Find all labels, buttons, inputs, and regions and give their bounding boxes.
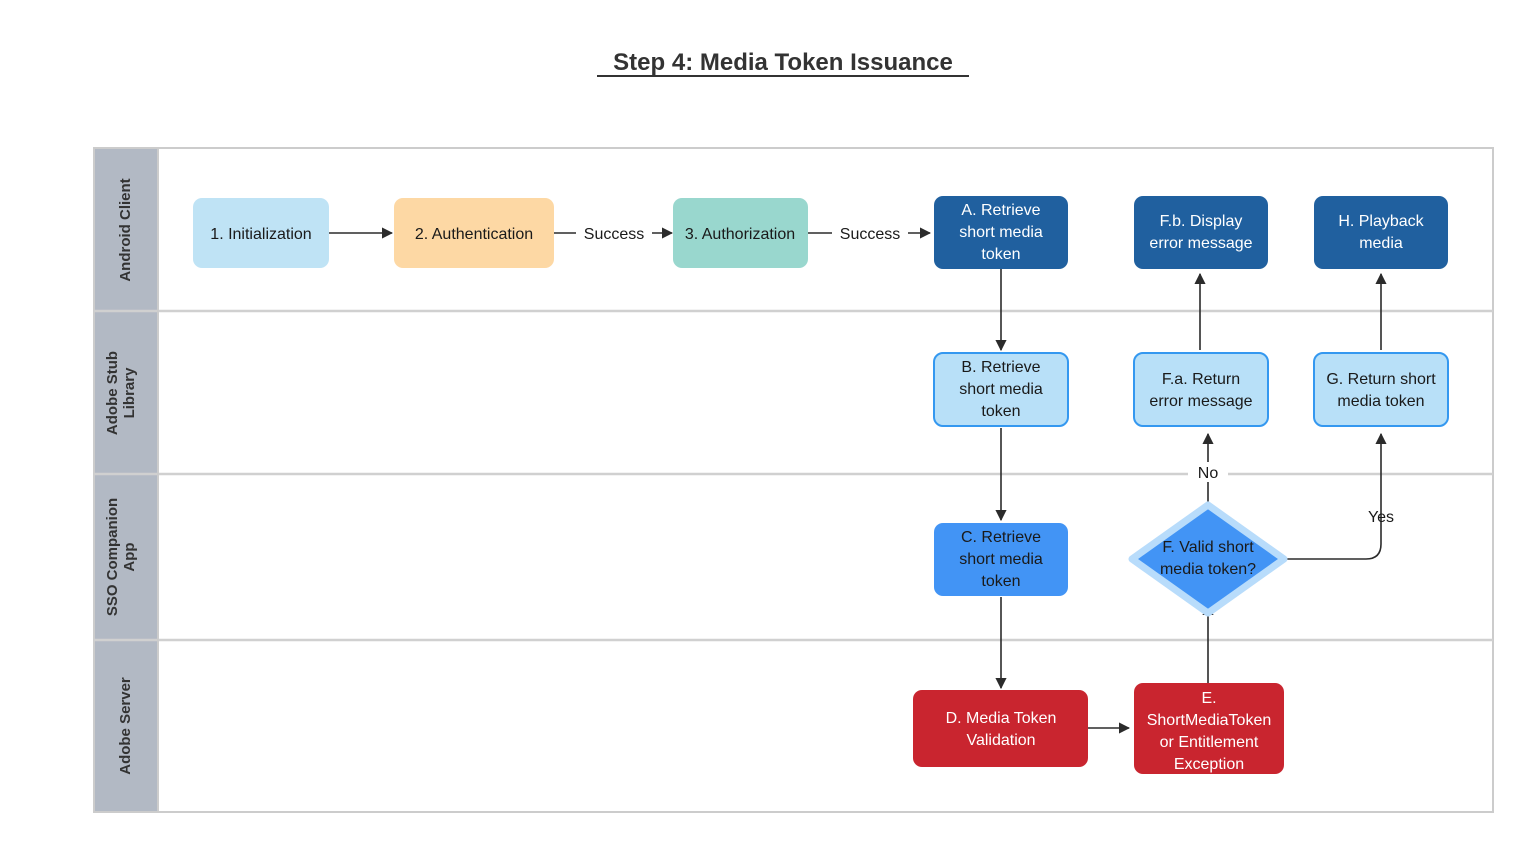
node-h-shape[interactable] xyxy=(1314,196,1448,269)
node-b-label-line1: B. Retrieve xyxy=(961,359,1040,376)
lane-label-text: Adobe Server xyxy=(117,677,134,775)
node-d-shape[interactable] xyxy=(913,690,1088,767)
node-c-label-line3: token xyxy=(981,573,1020,590)
lane-label-text: Android Client xyxy=(117,178,134,281)
node-e-label-line1: E. xyxy=(1201,690,1216,707)
node-h-label-line1: H. Playback xyxy=(1338,213,1424,230)
node-initialization[interactable]: 1. Initialization xyxy=(193,198,329,268)
swimlane-outer-border xyxy=(93,147,1494,813)
node-fa-label-line2: error message xyxy=(1149,393,1252,410)
lane-label-adobe-stub-library: Adobe StubLibrary xyxy=(104,351,138,435)
diagram-title: Step 4: Media Token Issuance xyxy=(597,49,969,77)
edge-label-bg-no xyxy=(1188,462,1228,482)
node-f-label-line1: F. Valid short xyxy=(1162,539,1254,556)
node-authentication[interactable]: 2. Authentication xyxy=(394,198,554,268)
node-g-label-line2: media token xyxy=(1337,393,1424,410)
lane-label-text: SSO CompanionApp xyxy=(104,498,138,616)
node-f-diamond-shape[interactable] xyxy=(1128,501,1288,617)
node-h-playback-media[interactable]: H. Playback media xyxy=(1314,196,1448,269)
node-b-label-line2: short media xyxy=(959,381,1043,398)
node-a-label-line3: token xyxy=(981,246,1020,263)
node-authorization[interactable]: 3. Authorization xyxy=(673,198,808,268)
node-initialization-label: 1. Initialization xyxy=(210,226,311,243)
node-initialization-shape[interactable] xyxy=(193,198,329,268)
node-authorization-shape[interactable] xyxy=(673,198,808,268)
node-a-retrieve-short-media-token[interactable]: A. Retrieve short media token xyxy=(934,196,1068,269)
node-h-label-line2: media xyxy=(1359,235,1403,252)
node-e-shortmediatoken-or-entitlement-exception[interactable]: E. ShortMediaToken or Entitlement Except… xyxy=(1134,683,1284,774)
node-c-retrieve-short-media-token[interactable]: C. Retrieve short media token xyxy=(934,523,1068,596)
swimlane-frame xyxy=(93,147,1494,813)
node-f-label-line2: media token? xyxy=(1160,561,1256,578)
node-c-label-line2: short media xyxy=(959,551,1043,568)
edge-label-success-2: Success xyxy=(840,226,900,243)
node-b-shape[interactable] xyxy=(933,352,1069,427)
node-g-return-short-media-token[interactable]: G. Return short media token xyxy=(1313,352,1449,427)
lane-header-band xyxy=(95,149,158,811)
node-authorization-label: 3. Authorization xyxy=(685,226,795,243)
node-authentication-shape[interactable] xyxy=(394,198,554,268)
edge-label-bg-2 xyxy=(832,222,908,244)
node-e-label-line4: Exception xyxy=(1174,756,1244,773)
lane-label-text: Adobe StubLibrary xyxy=(104,351,138,435)
node-b-retrieve-short-media-token[interactable]: B. Retrieve short media token xyxy=(933,352,1069,427)
node-d-label-line1: D. Media Token xyxy=(946,710,1057,727)
node-fb-display-error-message[interactable]: F.b. Display error message xyxy=(1134,196,1268,269)
edge-label-bg-1 xyxy=(576,222,652,244)
node-authentication-label: 2. Authentication xyxy=(415,226,533,243)
node-f-valid-short-media-token-decision[interactable]: F. Valid short media token? xyxy=(1128,501,1288,617)
edge-label-success-1: Success xyxy=(584,226,644,243)
node-c-shape[interactable] xyxy=(934,523,1068,596)
node-c-label-line1: C. Retrieve xyxy=(961,529,1041,546)
node-fa-label-line1: F.a. Return xyxy=(1162,371,1240,388)
lane-label-adobe-server: Adobe Server xyxy=(117,677,134,775)
edge-f-to-g-yes xyxy=(1282,432,1387,560)
node-fb-label-line1: F.b. Display xyxy=(1160,213,1243,230)
node-a-shape[interactable] xyxy=(934,196,1068,269)
node-a-label-line2: short media xyxy=(959,224,1043,241)
node-g-label-line1: G. Return short xyxy=(1326,371,1436,388)
node-e-label-line2: ShortMediaToken xyxy=(1147,712,1272,729)
node-fa-shape[interactable] xyxy=(1133,352,1269,427)
page-title: Step 4: Media Token Issuance xyxy=(613,49,953,76)
node-fa-return-error-message[interactable]: F.a. Return error message xyxy=(1133,352,1269,427)
edge-labels: Success Success No Yes xyxy=(576,222,1394,526)
node-fb-shape[interactable] xyxy=(1134,196,1268,269)
node-a-label-line1: A. Retrieve xyxy=(961,202,1040,219)
node-b-label-line3: token xyxy=(981,403,1020,420)
node-fb-label-line2: error message xyxy=(1149,235,1252,252)
node-d-label-line2: Validation xyxy=(966,732,1035,749)
node-e-label-line3: or Entitlement xyxy=(1160,734,1259,751)
lane-label-sso-companion-app: SSO CompanionApp xyxy=(104,498,138,616)
lane-label-android-client: Android Client xyxy=(117,178,134,281)
node-e-shape[interactable] xyxy=(1134,683,1284,774)
node-d-media-token-validation[interactable]: D. Media Token Validation xyxy=(913,690,1088,767)
edge-label-yes: Yes xyxy=(1368,509,1394,526)
edge-label-no: No xyxy=(1198,465,1219,482)
node-g-shape[interactable] xyxy=(1313,352,1449,427)
